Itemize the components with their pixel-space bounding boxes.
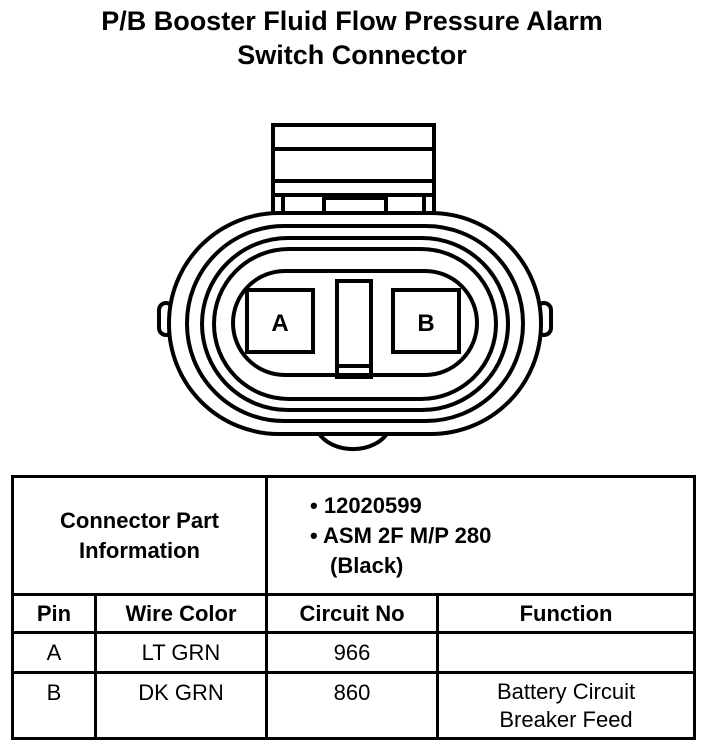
part-info-values: • 12020599 • ASM 2F M/P 280 (Black) <box>265 475 697 596</box>
title-line-1: P/B Booster Fluid Flow Pressure Alarm <box>101 6 603 36</box>
row-b-function: Battery Circuit Breaker Feed <box>436 671 697 740</box>
pin-a-label: A <box>271 310 288 337</box>
row-a-wire-color: LT GRN <box>93 631 269 674</box>
part-info-label: Connector Part Information <box>10 475 269 596</box>
table-header-row: Pin Wire Color Circuit No Function <box>11 593 697 634</box>
part-number: • 12020599 <box>310 492 422 518</box>
connector-info-table: Connector Part Information • 12020599 • … <box>10 475 697 740</box>
row-b-pin: B <box>11 671 97 740</box>
header-circuit-no: Circuit No <box>265 593 440 634</box>
row-b-circuit-no: 860 <box>265 671 440 740</box>
title-line-2: Switch Connector <box>237 40 467 70</box>
header-wire-color: Wire Color <box>93 593 269 634</box>
row-a-pin: A <box>11 631 97 674</box>
connector-outer-shell <box>167 211 543 436</box>
diagram-title: P/B Booster Fluid Flow Pressure Alarm Sw… <box>0 4 704 72</box>
part-assembly: • ASM 2F M/P 280 <box>310 522 492 548</box>
header-function: Function <box>436 593 697 634</box>
row-b-wire-color: DK GRN <box>93 671 269 740</box>
row-a-function <box>436 631 697 674</box>
connector-bottom-tab <box>316 430 390 452</box>
pin-b-terminal <box>391 288 461 354</box>
connector-drawing: A B <box>157 123 553 452</box>
header-pin: Pin <box>11 593 97 634</box>
pin-a-terminal <box>245 288 315 354</box>
part-color: (Black) <box>330 552 404 578</box>
table-row: A LT GRN 966 <box>11 631 697 674</box>
row-a-circuit-no: 966 <box>265 631 440 674</box>
table-row: B DK GRN 860 Battery Circuit Breaker Fee… <box>11 671 697 740</box>
connector-divider <box>335 279 373 379</box>
part-info-row: Connector Part Information • 12020599 • … <box>10 475 697 596</box>
pin-b-label: B <box>417 310 434 337</box>
